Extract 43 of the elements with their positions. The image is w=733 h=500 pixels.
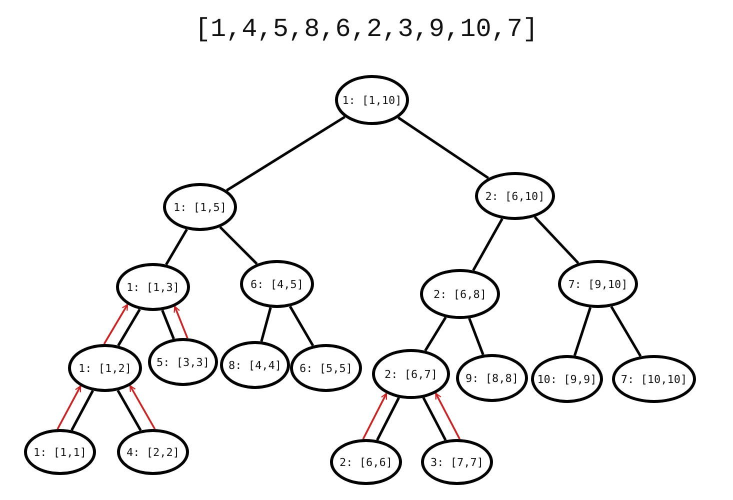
tree-node: 2: [6,10] — [475, 172, 555, 220]
tree-node: 5: [3,3] — [148, 338, 218, 386]
arrow — [103, 304, 128, 344]
tree-node: 7: [10,10] — [612, 355, 696, 403]
arrow — [434, 392, 460, 440]
tree-node: 2: [6,8] — [420, 269, 500, 319]
tree-node: 1: [1,1] — [24, 429, 96, 475]
tree-edge — [165, 228, 188, 266]
tree-edge — [610, 306, 642, 357]
tree-node: 8: [4,4] — [220, 341, 290, 389]
tree-node: 10: [9,9] — [531, 355, 603, 403]
tree-edge — [226, 116, 346, 192]
tree-edge — [424, 316, 447, 352]
tree-edge — [376, 397, 400, 441]
arrow — [129, 385, 156, 430]
tree-edge — [260, 307, 272, 342]
tree-node: 1: [1,2] — [68, 344, 142, 392]
tree-node: 1: [1,3] — [116, 263, 190, 311]
tree-edge — [161, 310, 175, 340]
tree-node: 7: [9,10] — [558, 260, 638, 308]
tree-node: 1: [1,5] — [163, 183, 237, 231]
arrow — [362, 392, 388, 440]
tree-edge — [70, 390, 94, 431]
arrow — [174, 306, 188, 339]
tree-edge — [288, 306, 314, 346]
tree-node: 4: [2,2] — [117, 429, 189, 475]
tree-edge — [398, 116, 490, 180]
tree-edge — [472, 218, 504, 272]
tree-node: 2: [6,6] — [330, 439, 402, 485]
title: [1,4,5,8,6,2,3,9,10,7] — [194, 14, 538, 44]
tree-edge — [573, 307, 592, 356]
tree-edge — [116, 390, 142, 432]
tree-edge — [219, 226, 258, 265]
arrow — [56, 385, 82, 430]
tree-node: 3: [7,7] — [421, 439, 493, 485]
tree-node: 1: [1,10] — [335, 75, 409, 125]
tree-node: 9: [8,8] — [456, 354, 528, 402]
tree-edge — [422, 397, 447, 441]
tree-node: 2: [6,7] — [372, 349, 450, 399]
tree-edge — [468, 318, 484, 356]
tree-edge — [117, 308, 141, 346]
tree-node: 6: [5,5] — [290, 344, 362, 392]
tree-node: 6: [4,5] — [240, 260, 314, 308]
